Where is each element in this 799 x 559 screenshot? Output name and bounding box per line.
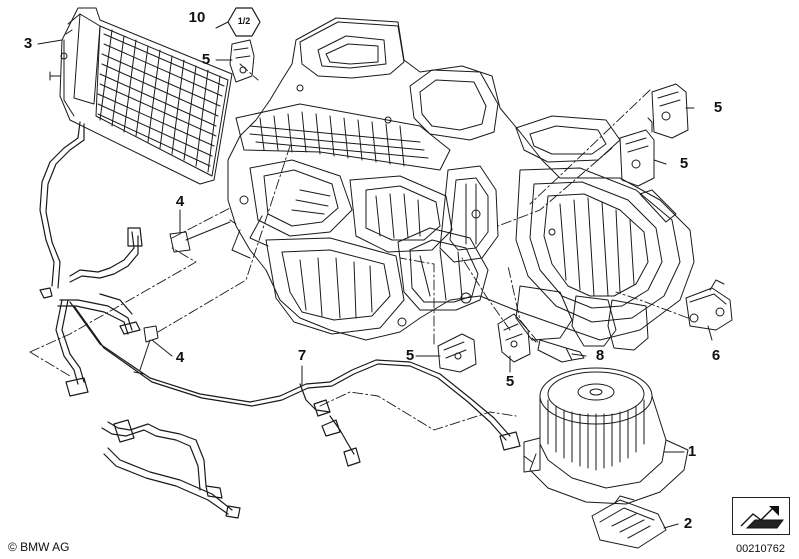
- wiring-harness: [39, 121, 521, 519]
- callout-5-right-upper: 5: [713, 99, 723, 116]
- actuator-mid-left: [437, 333, 477, 373]
- actuator-right-upper: [647, 83, 689, 139]
- arrow-sheet-icon: [740, 506, 784, 529]
- temperature-sensor: [531, 337, 585, 363]
- leader-lines: [29, 63, 689, 431]
- callout-5-top: 5: [201, 51, 211, 68]
- warning-label-text: 1/2: [237, 16, 251, 26]
- callout-4-upper: 4: [175, 193, 185, 210]
- copyright-brand: © BMW AG: [8, 540, 70, 554]
- actuator-top: [229, 39, 255, 83]
- callout-4-lower: 4: [175, 349, 185, 366]
- callout-3: 3: [23, 35, 33, 52]
- sensor-lower: [133, 325, 159, 375]
- callout-8: 8: [595, 347, 605, 364]
- hvac-housing: [227, 17, 695, 351]
- actuator-mid-right: [497, 313, 531, 363]
- callout-5-mid-left: 5: [405, 347, 415, 364]
- callout-2: 2: [683, 515, 693, 532]
- regulator-sensor: [685, 279, 733, 331]
- navigation-box[interactable]: [732, 497, 790, 535]
- heater-core: [49, 7, 233, 185]
- final-stage-unit: [591, 495, 667, 549]
- sensor-upper: [169, 219, 237, 253]
- blower-fan: [523, 367, 689, 505]
- callout-leaders: [37, 21, 713, 529]
- document-number: 00210762: [736, 543, 785, 555]
- actuator-right-lower: [619, 129, 655, 187]
- callout-5-right-lower: 5: [679, 155, 689, 172]
- callout-6: 6: [711, 347, 721, 364]
- callout-7: 7: [297, 347, 307, 364]
- callout-5-mid-right: 5: [505, 373, 515, 390]
- callout-1: 1: [687, 443, 697, 460]
- callout-10: 10: [188, 9, 206, 26]
